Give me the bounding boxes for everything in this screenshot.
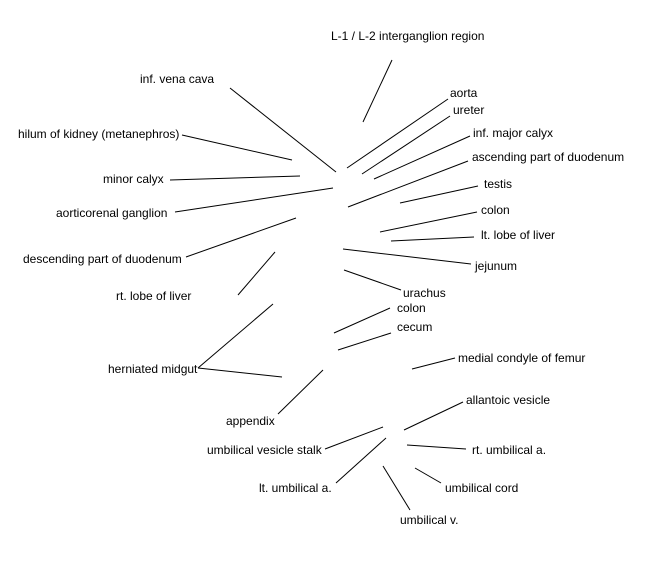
annotation-aorta: aorta bbox=[346, 86, 478, 169]
leader-line bbox=[390, 236, 475, 242]
leader-line bbox=[169, 175, 301, 181]
annotation-appendix: appendix bbox=[226, 369, 324, 428]
annotation-umbilical-cord: umbilical cord bbox=[414, 467, 518, 495]
label-inf-major-calyx: inf. major calyx bbox=[473, 126, 553, 140]
leader-line bbox=[333, 307, 391, 334]
leader-line bbox=[229, 87, 337, 173]
annotation-cecum: cecum bbox=[337, 320, 432, 351]
leader-line bbox=[403, 401, 464, 431]
label-umbilical-vesicle-stalk: umbilical vesicle stalk bbox=[207, 443, 323, 457]
label-aorta: aorta bbox=[450, 86, 478, 100]
leader-line bbox=[347, 160, 469, 208]
label-hilum-of-kidney-metanephros: hilum of kidney (metanephros) bbox=[18, 127, 179, 141]
label-testis: testis bbox=[484, 177, 512, 191]
label-herniated-midgut: herniated midgut bbox=[108, 362, 198, 376]
leader-line bbox=[185, 217, 297, 258]
annotation-aorticorenal-ganglion: aorticorenal ganglion bbox=[56, 187, 334, 220]
annotation-testis: testis bbox=[399, 177, 512, 204]
label-colon: colon bbox=[397, 301, 426, 315]
leader-line bbox=[197, 367, 283, 378]
annotation-l-1-l-2-interganglion-region: L-1 / L-2 interganglion region bbox=[331, 29, 484, 123]
annotation-colon: colon bbox=[333, 301, 426, 334]
annotation-medial-condyle-of-femur: medial condyle of femur bbox=[411, 351, 585, 370]
annotation-ascending-part-of-duodenum: ascending part of duodenum bbox=[347, 150, 624, 208]
annotation-minor-calyx: minor calyx bbox=[103, 172, 301, 186]
leader-line bbox=[382, 465, 411, 511]
annotation-rt-lobe-of-liver: rt. lobe of liver bbox=[116, 251, 276, 303]
label-rt-lobe-of-liver: rt. lobe of liver bbox=[116, 289, 191, 303]
leader-line bbox=[324, 426, 384, 450]
leader-line bbox=[362, 59, 393, 123]
annotation-rt-umbilical-a: rt. umbilical a. bbox=[406, 443, 546, 457]
leader-line bbox=[337, 332, 392, 351]
label-ascending-part-of-duodenum: ascending part of duodenum bbox=[472, 150, 624, 164]
annotation-urachus: urachus bbox=[343, 269, 446, 300]
annotation-allantoic-vesicle: allantoic vesicle bbox=[403, 393, 550, 431]
label-ureter: ureter bbox=[453, 103, 484, 117]
label-colon: colon bbox=[481, 203, 510, 217]
label-medial-condyle-of-femur: medial condyle of femur bbox=[458, 351, 585, 365]
label-descending-part-of-duodenum: descending part of duodenum bbox=[23, 252, 182, 266]
leader-line bbox=[174, 187, 334, 213]
annotation-umbilical-v: umbilical v. bbox=[382, 465, 458, 527]
leader-line bbox=[237, 251, 276, 296]
label-inf-vena-cava: inf. vena cava bbox=[140, 72, 214, 86]
leader-line bbox=[343, 269, 402, 291]
leader-line bbox=[342, 248, 472, 265]
label-l-1-l-2-interganglion-region: L-1 / L-2 interganglion region bbox=[331, 29, 484, 43]
annotation-ureter: ureter bbox=[361, 103, 484, 175]
annotation-descending-part-of-duodenum: descending part of duodenum bbox=[23, 217, 297, 266]
label-urachus: urachus bbox=[403, 286, 446, 300]
annotation-umbilical-vesicle-stalk: umbilical vesicle stalk bbox=[207, 426, 384, 457]
annotation-lt-umbilical-a: lt. umbilical a. bbox=[259, 437, 387, 495]
label-lt-umbilical-a: lt. umbilical a. bbox=[259, 481, 332, 495]
label-minor-calyx: minor calyx bbox=[103, 172, 164, 186]
label-cecum: cecum bbox=[397, 320, 432, 334]
leader-line bbox=[335, 437, 387, 484]
leader-line bbox=[277, 369, 324, 415]
leader-line bbox=[411, 357, 456, 370]
annotation-herniated-midgut: herniated midgut bbox=[108, 303, 283, 378]
leader-line bbox=[379, 211, 478, 233]
label-appendix: appendix bbox=[226, 414, 275, 428]
annotation-hilum-of-kidney-metanephros: hilum of kidney (metanephros) bbox=[18, 127, 293, 161]
leader-line bbox=[406, 444, 467, 450]
leader-line bbox=[414, 467, 442, 484]
label-lt-lobe-of-liver: lt. lobe of liver bbox=[481, 228, 555, 242]
annotation-jejunum: jejunum bbox=[342, 248, 517, 273]
annotation-colon: colon bbox=[379, 203, 510, 233]
leader-line bbox=[346, 98, 449, 169]
annotation-lt-lobe-of-liver: lt. lobe of liver bbox=[390, 228, 555, 242]
leader-line bbox=[399, 185, 479, 204]
label-umbilical-v: umbilical v. bbox=[400, 513, 458, 527]
label-umbilical-cord: umbilical cord bbox=[445, 481, 518, 495]
leader-line bbox=[373, 135, 471, 180]
leader-line bbox=[181, 134, 293, 161]
label-rt-umbilical-a: rt. umbilical a. bbox=[472, 443, 546, 457]
leader-line bbox=[361, 115, 451, 175]
label-jejunum: jejunum bbox=[474, 259, 517, 273]
annotation-inf-vena-cava: inf. vena cava bbox=[140, 72, 337, 173]
label-aorticorenal-ganglion: aorticorenal ganglion bbox=[56, 206, 167, 220]
label-allantoic-vesicle: allantoic vesicle bbox=[466, 393, 550, 407]
annotation-inf-major-calyx: inf. major calyx bbox=[373, 126, 553, 180]
leader-line bbox=[197, 303, 274, 369]
